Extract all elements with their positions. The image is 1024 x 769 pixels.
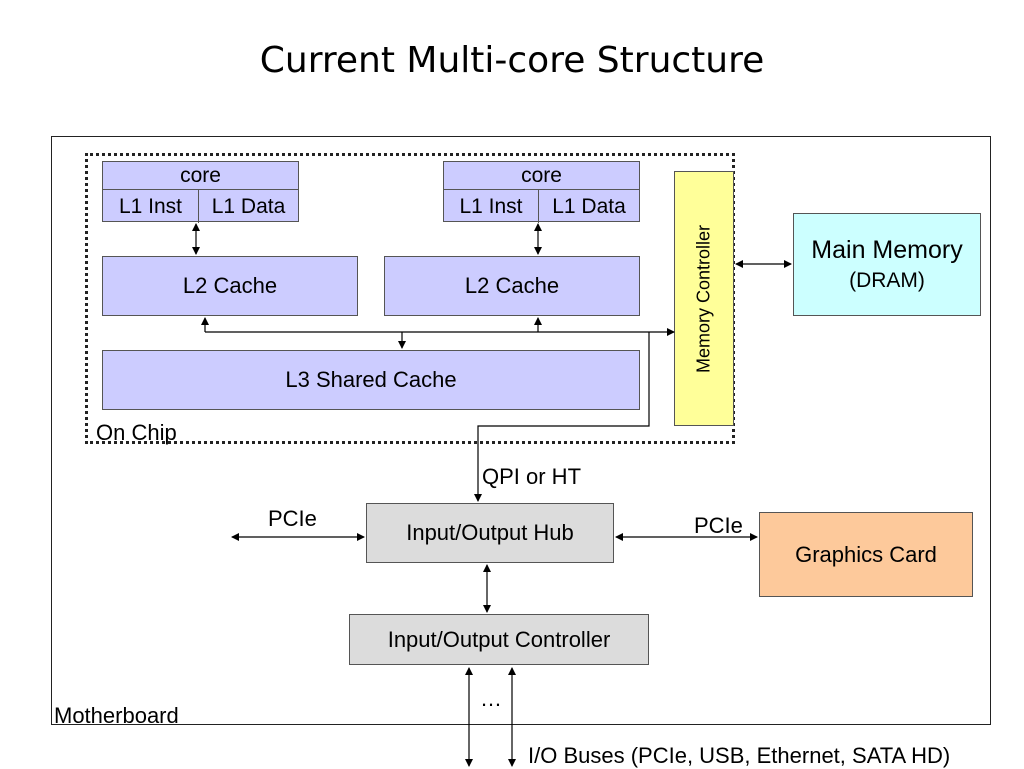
core-1: core L1 Inst L1 Data xyxy=(102,161,299,223)
chip-to-hub-line xyxy=(474,332,650,502)
core-1-l1-inst: L1 Inst xyxy=(103,190,199,223)
qpi-label: QPI or HT xyxy=(482,464,582,489)
l2-cache-1: L2 Cache xyxy=(102,256,358,316)
core-2-l1-data: L1 Data xyxy=(552,194,626,218)
page-title: Current Multi-core Structure xyxy=(259,40,765,81)
ellipsis-label: … xyxy=(480,686,502,711)
core-1-label: core xyxy=(103,162,298,190)
io-buses-label: I/O Buses (PCIe, USB, Ethernet, SATA HD) xyxy=(528,743,951,768)
motherboard-label: Motherboard xyxy=(54,703,179,728)
pcie-left-label: PCIe xyxy=(268,506,317,531)
core-2: core L1 Inst L1 Data xyxy=(443,161,640,223)
motherboard-frame xyxy=(51,136,991,725)
on-chip-label: On Chip xyxy=(96,420,177,445)
memory-controller: Memory Controller xyxy=(674,171,734,426)
core-2-label: core xyxy=(444,162,639,190)
io-hub: Input/Output Hub xyxy=(366,503,614,563)
l2-cache-2: L2 Cache xyxy=(384,256,640,316)
graphics-card: Graphics Card xyxy=(759,512,973,597)
core-1-l1-data: L1 Data xyxy=(211,194,286,218)
main-memory: Main Memory (DRAM) xyxy=(793,213,981,316)
core-2-l1-inst: L1 Inst xyxy=(444,190,539,223)
l3-shared-cache: L3 Shared Cache xyxy=(102,350,640,410)
main-memory-label: Main Memory xyxy=(811,236,963,264)
io-controller: Input/Output Controller xyxy=(349,614,649,665)
main-memory-sublabel: (DRAM) xyxy=(849,269,925,292)
